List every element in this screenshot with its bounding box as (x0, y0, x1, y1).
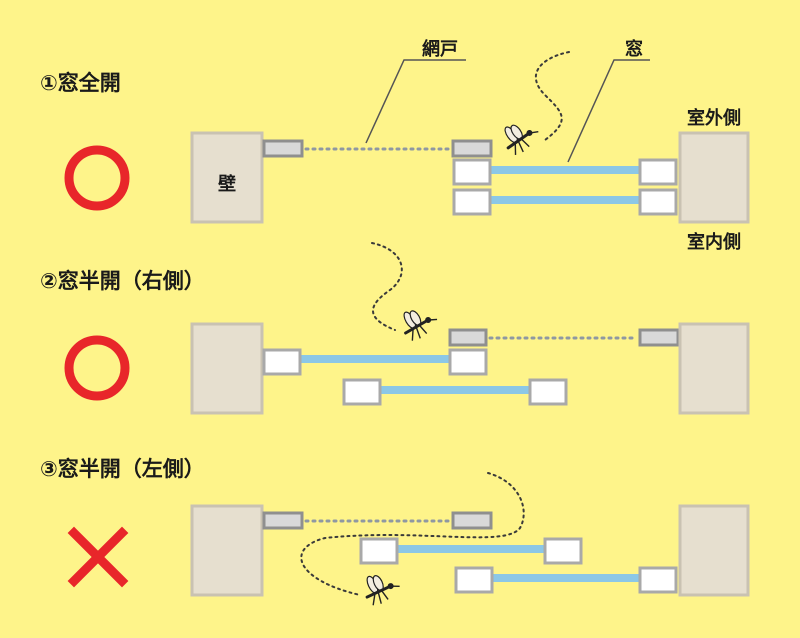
screen-frame-left (262, 139, 304, 158)
wall-label: 壁 (218, 173, 236, 195)
inner-sash-glass (380, 386, 530, 394)
inner-sash-frame-right (638, 188, 678, 216)
screen-leader-line (365, 59, 466, 144)
screen-frame-right (451, 511, 493, 530)
left-wall (190, 504, 264, 597)
circle-mark-icon (64, 335, 130, 401)
outer-sash-frame-left (262, 348, 302, 376)
mosquito-icon (504, 124, 539, 155)
window-label: 窓 (625, 38, 643, 60)
inner-sash-frame-right (528, 378, 568, 406)
screen-frame-right (451, 139, 493, 158)
outer-sash-glass (397, 545, 545, 553)
outer-sash-frame-right (448, 348, 488, 376)
right-wall (678, 322, 750, 415)
inner-sash-glass (492, 574, 640, 582)
outer-sash-frame-right (638, 158, 678, 186)
screen-frame-left (262, 511, 304, 530)
mosquito-icon (365, 575, 400, 606)
scenario-2-heading: ②窓半開（右側） (40, 269, 205, 293)
inner-sash-glass (490, 196, 640, 204)
insect-flight-path (534, 51, 570, 141)
mosquito-icon (403, 310, 438, 341)
inner-sash-frame-right (638, 566, 678, 594)
right-wall (678, 504, 750, 597)
outer-sash-glass (490, 166, 640, 174)
scenario-1-heading: ①窓全開 (40, 71, 121, 95)
outer-sash-frame-right (543, 537, 583, 565)
left-wall (190, 322, 264, 415)
insect-flight-path (371, 242, 403, 331)
indoor-label: 室内側 (687, 231, 741, 253)
screen-frame-right (638, 328, 680, 347)
window-leader-line (567, 59, 650, 163)
outer-sash-frame-left (359, 537, 399, 565)
circle-mark-icon (64, 145, 130, 211)
outer-sash-frame-left (452, 158, 492, 186)
outdoor-label: 室外側 (687, 107, 741, 129)
cross-mark-icon (67, 526, 129, 588)
scenario-3: ③窓半開（左側） (40, 457, 750, 606)
left-wall (190, 131, 264, 224)
inner-sash-frame-left (452, 188, 492, 216)
inner-sash-frame-left (454, 566, 494, 594)
right-wall (678, 131, 750, 224)
screen-frame-left (448, 328, 488, 347)
inner-sash-frame-left (342, 378, 382, 406)
insect-flight-path (300, 472, 525, 596)
scenario-3-heading: ③窓半開（左側） (40, 457, 205, 481)
scenario-1: ①窓全開 壁 室外側 室内側 網戸 窓 (40, 38, 750, 253)
screen-label: 網戸 (422, 38, 458, 60)
scenario-2: ②窓半開（右側） (40, 242, 750, 415)
outer-sash-glass (300, 355, 450, 363)
